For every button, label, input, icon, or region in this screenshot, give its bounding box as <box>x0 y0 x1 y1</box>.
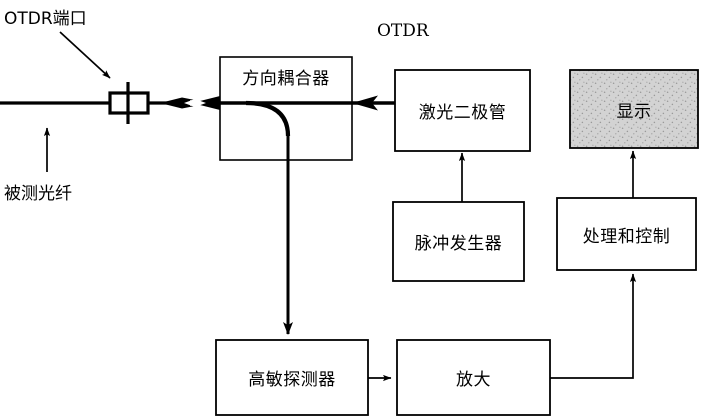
bidirectional-arrow-icon <box>160 96 220 110</box>
amplifier-box <box>396 339 551 416</box>
laser-to-coupler-arrowhead <box>352 95 378 111</box>
coupler-tap-curve <box>245 100 293 335</box>
processing-control-box <box>556 197 697 271</box>
high-sensitivity-detector-box <box>215 339 369 416</box>
otdr-port-label: OTDR端口 <box>4 9 87 29</box>
laser-diode-box <box>394 69 531 152</box>
fiber-under-test-label: 被测光纤 <box>4 184 72 204</box>
otdr-port-connector-symbol <box>108 82 150 124</box>
display-box <box>569 69 699 149</box>
otdr-title-label: OTDR <box>377 21 429 41</box>
pulse-generator-box <box>392 201 525 282</box>
amplifier-to-processing-arrow <box>550 273 637 379</box>
directional-coupler-box <box>219 56 353 161</box>
otdr-port-pointer-arrow <box>59 31 111 79</box>
